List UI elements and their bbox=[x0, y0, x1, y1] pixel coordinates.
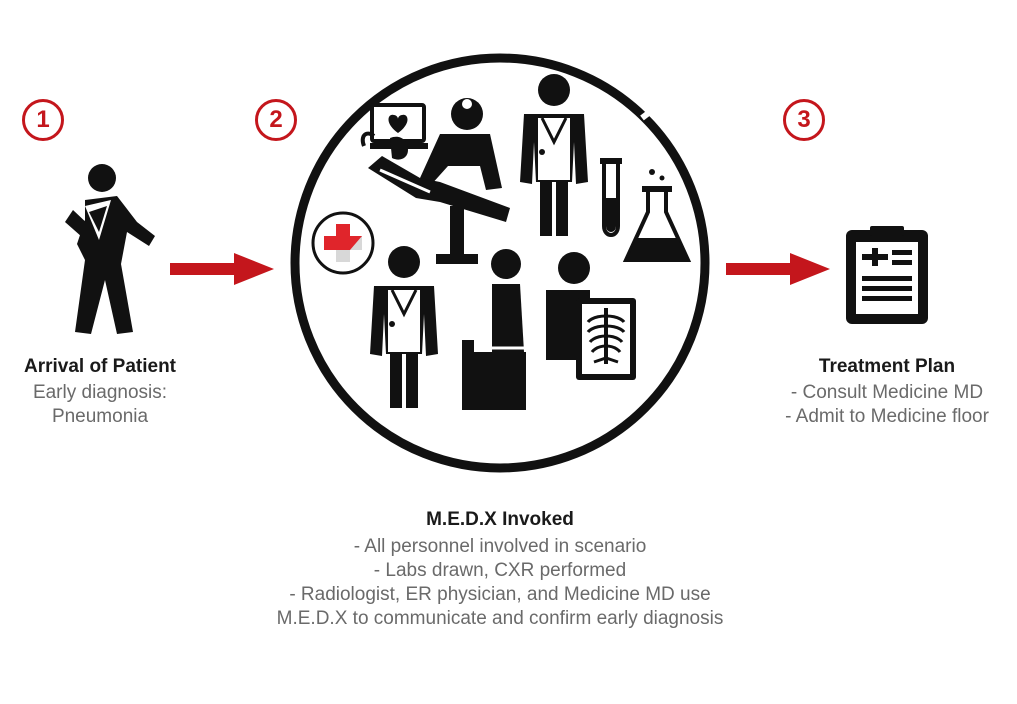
clipboard-chart-icon bbox=[846, 226, 928, 324]
physician-icon bbox=[520, 74, 588, 236]
step-1-number: 1 bbox=[22, 99, 64, 141]
medical-cross-icon bbox=[311, 211, 375, 275]
step-2-number: 2 bbox=[255, 99, 297, 141]
step-3-description: - Consult Medicine MD - Admit to Medicin… bbox=[767, 381, 1007, 429]
arrow-right-icon bbox=[726, 253, 830, 285]
physician-stethoscope-icon bbox=[370, 246, 438, 408]
step-3-line: - Consult Medicine MD bbox=[790, 382, 984, 403]
step-1-description: Early diagnosis: Pneumonia bbox=[0, 381, 200, 429]
medx-line: - Radiologist, ER physician, and Medicin… bbox=[289, 584, 711, 605]
step-1-title: Arrival of Patient bbox=[23, 356, 177, 377]
medx-title: M.E.D.X Invoked bbox=[426, 509, 574, 530]
medx-line: M.E.D.X to communicate and confirm early… bbox=[276, 608, 724, 629]
step-3-line: - Admit to Medicine floor bbox=[785, 406, 989, 427]
person-chair-icon bbox=[462, 249, 526, 410]
step-1-line: Early diagnosis: bbox=[32, 382, 168, 403]
medx-line: - All personnel involved in scenario bbox=[353, 536, 647, 557]
step-3-number: 3 bbox=[783, 99, 825, 141]
medx-line: - Labs drawn, CXR performed bbox=[373, 560, 627, 581]
radiologist-xray-icon bbox=[546, 252, 636, 380]
step-3-title: Treatment Plan bbox=[818, 356, 956, 377]
test-tube-icon bbox=[600, 158, 622, 237]
step-1-line: Pneumonia bbox=[51, 406, 149, 427]
flask-icon bbox=[622, 169, 692, 262]
medx-description: - All personnel involved in scenario - L… bbox=[210, 535, 790, 631]
doctor-icon bbox=[360, 98, 510, 264]
arrow-right-icon bbox=[170, 253, 274, 285]
patient-with-sling-icon bbox=[65, 164, 155, 334]
medx-circle bbox=[290, 53, 710, 473]
